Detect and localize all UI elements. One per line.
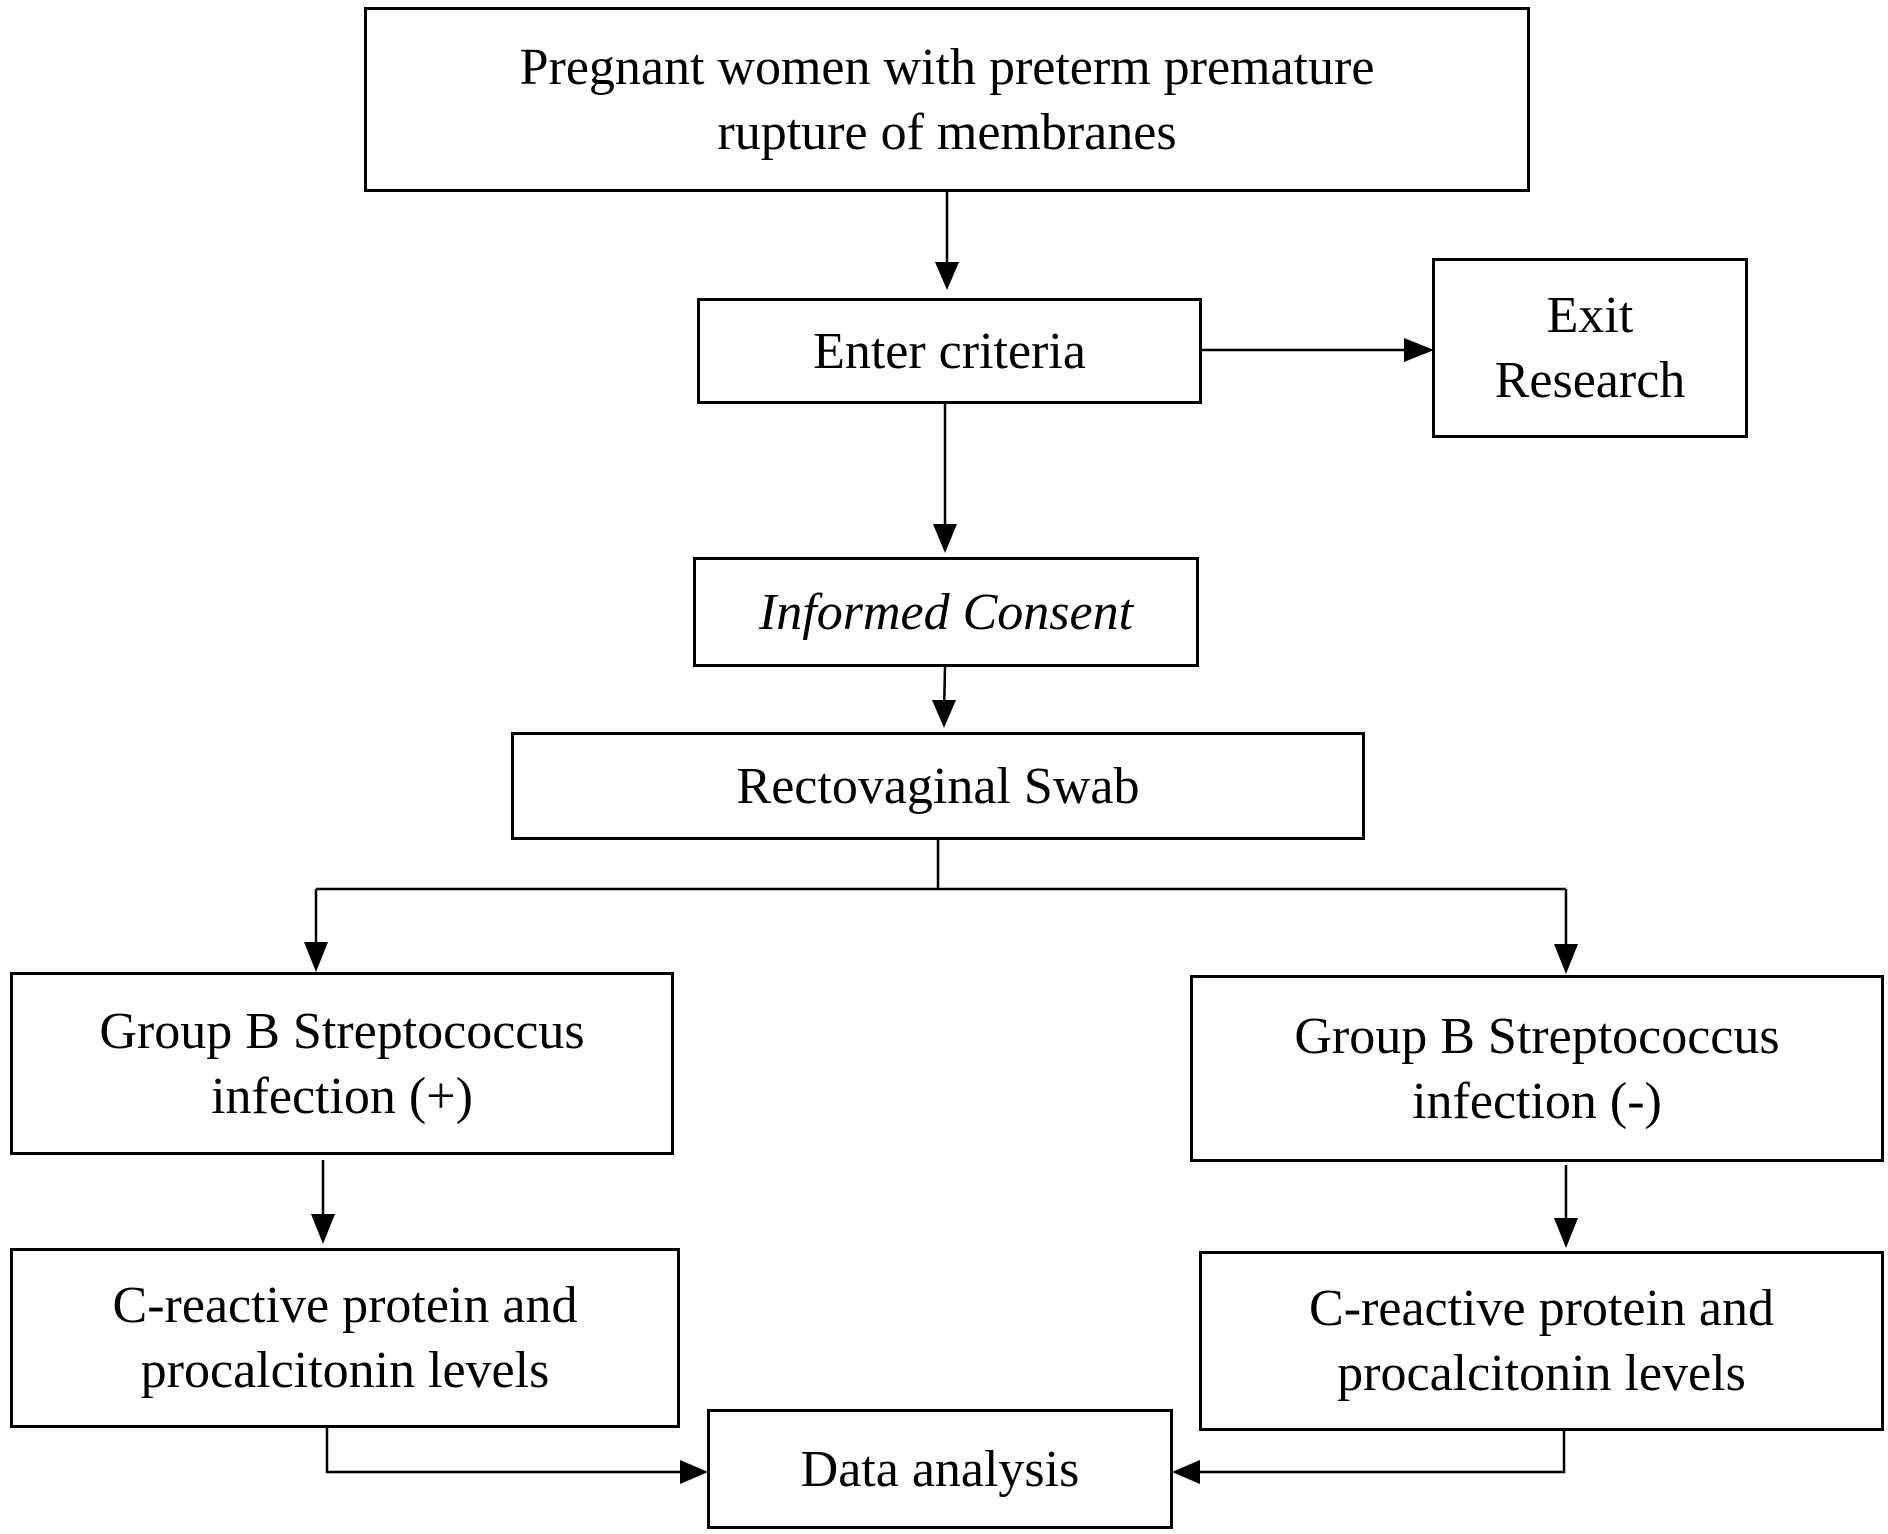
arrowhead-rectovaginal-swab xyxy=(932,700,956,728)
gbs-positive-text-line-2: infection (+) xyxy=(211,1067,473,1125)
arrowhead-data-from-right xyxy=(1172,1460,1200,1484)
arrowhead-data-from-left xyxy=(680,1460,708,1484)
arrowhead-markers-negative xyxy=(1554,1218,1578,1248)
markers-negative-text-line-2: procalcitonin levels xyxy=(1337,1345,1746,1402)
exit-research-box: Exit Research xyxy=(1432,258,1748,438)
gbs-positive-text-line-1: Group B Streptococcus xyxy=(99,1002,585,1060)
exit-research-text-line-2: Research xyxy=(1494,352,1686,409)
arrowhead-gbs-negative xyxy=(1554,944,1578,974)
arrow-markers-positive-to-data xyxy=(325,1428,686,1474)
data-analysis-text: Data analysis xyxy=(800,1440,1080,1498)
gbs-negative-text-line-2: infection (-) xyxy=(1412,1072,1662,1130)
arrowhead-enter-criteria xyxy=(935,262,959,290)
arrowhead-gbs-positive xyxy=(304,942,328,972)
enter-criteria-box: Enter criteria xyxy=(697,298,1202,404)
start-box: Pregnant women with preterm premature ru… xyxy=(364,7,1530,192)
markers-positive-box: C-reactive protein and procalcitonin lev… xyxy=(10,1248,680,1428)
rectovaginal-swab-box: Rectovaginal Swab xyxy=(511,732,1365,840)
markers-negative-box: C-reactive protein and procalcitonin lev… xyxy=(1199,1251,1884,1431)
rectovaginal-swab-text: Rectovaginal Swab xyxy=(736,757,1140,815)
arrow-markers-negative-to-data xyxy=(1194,1431,1566,1474)
arrowhead-markers-positive xyxy=(311,1214,335,1244)
enter-criteria-text: Enter criteria xyxy=(813,322,1086,380)
data-analysis-box: Data analysis xyxy=(707,1409,1173,1529)
gbs-negative-box: Group B Streptococcus infection (-) xyxy=(1190,975,1884,1162)
arrowhead-informed-consent xyxy=(933,524,957,553)
markers-positive-text-line-1: C-reactive protein and xyxy=(112,1277,578,1334)
informed-consent-box: Informed Consent xyxy=(693,557,1199,667)
start-text-line-2: rupture of membranes xyxy=(717,103,1177,161)
start-text-line-1: Pregnant women with preterm premature xyxy=(519,38,1375,96)
arrowhead-exit-research xyxy=(1404,338,1434,362)
gbs-positive-box: Group B Streptococcus infection (+) xyxy=(10,972,674,1155)
gbs-negative-text-line-1: Group B Streptococcus xyxy=(1294,1007,1780,1065)
markers-positive-text-line-2: procalcitonin levels xyxy=(140,1342,550,1399)
exit-research-text-line-1: Exit xyxy=(1546,287,1634,344)
informed-consent-text: Informed Consent xyxy=(758,583,1134,641)
markers-negative-text-line-1: C-reactive protein and xyxy=(1309,1280,1774,1337)
